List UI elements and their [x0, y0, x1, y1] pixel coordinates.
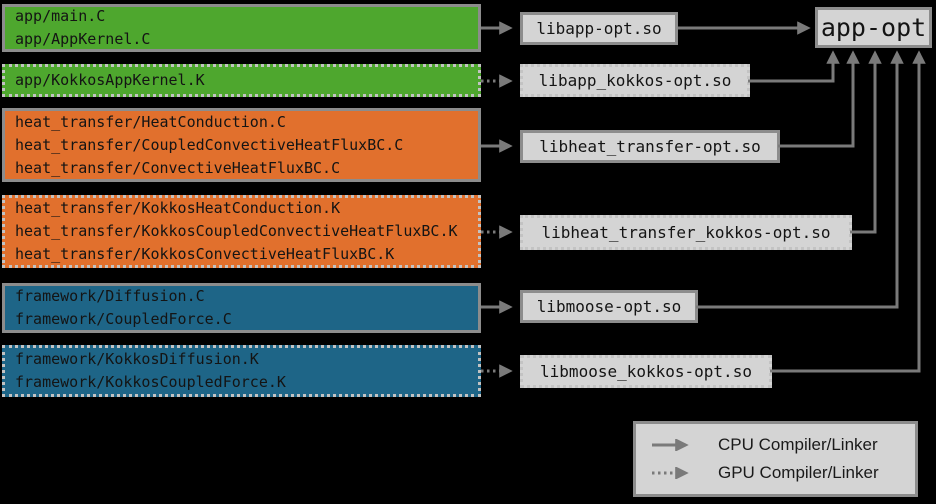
legend-row-gpu: GPU Compiler/Linker	[650, 463, 915, 483]
dotted-arrow-icon	[652, 467, 689, 480]
source-box-app: app/main.C app/AppKernel.C	[2, 4, 481, 52]
source-file: heat_transfer/ConvectiveHeatFluxBC.C	[15, 158, 341, 177]
source-box-framework-kokkos: framework/KokkosDiffusion.K framework/Ko…	[2, 345, 481, 397]
lib-box-libapp-opt: libapp-opt.so	[520, 12, 678, 45]
source-file: heat_transfer/HeatConduction.C	[15, 112, 286, 131]
lib-box-libmoose-opt: libmoose-opt.so	[520, 290, 698, 323]
lib-box-libheat-transfer-opt: libheat_transfer-opt.so	[520, 130, 780, 163]
legend: CPU Compiler/Linker GPU Compiler/Linker	[633, 421, 918, 497]
legend-label-gpu: GPU Compiler/Linker	[718, 463, 879, 483]
arrow-libapp-kokkos-to-app-opt	[748, 50, 840, 83]
legend-label-cpu: CPU Compiler/Linker	[718, 434, 878, 454]
lib-box-libapp-kokkos-opt: libapp_kokkos-opt.so	[520, 64, 750, 97]
source-file: heat_transfer/KokkosHeatConduction.K	[15, 199, 341, 217]
source-file: heat_transfer/KokkosCoupledConvectiveHea…	[15, 222, 458, 240]
arrow-libmoose-kokkos-to-app-opt	[770, 50, 926, 373]
source-box-app-kokkos: app/KokkosAppKernel.K	[2, 64, 481, 97]
source-box-framework: framework/Diffusion.C framework/CoupledF…	[2, 283, 481, 333]
legend-row-cpu: CPU Compiler/Linker	[650, 435, 915, 455]
source-file: app/AppKernel.C	[15, 30, 151, 48]
source-file: framework/Diffusion.C	[15, 287, 205, 305]
source-file: framework/KokkosDiffusion.K	[15, 350, 259, 368]
lib-box-libheat-transfer-kokkos-opt: libheat_transfer_kokkos-opt.so	[520, 215, 852, 250]
arrow-libheat-transfer-to-app-opt	[778, 50, 860, 148]
source-file: app/main.C	[15, 7, 106, 25]
source-box-heat-transfer-kokkos: heat_transfer/KokkosHeatConduction.K hea…	[2, 195, 481, 268]
source-file: framework/KokkosCoupledForce.K	[15, 373, 286, 391]
solid-arrow-icon	[652, 438, 689, 451]
source-file: app/KokkosAppKernel.K	[15, 71, 205, 89]
lib-box-libmoose-kokkos-opt: libmoose_kokkos-opt.so	[520, 355, 772, 388]
source-file: framework/CoupledForce.C	[15, 310, 232, 328]
executable-box: app-opt	[815, 7, 932, 48]
source-box-heat-transfer: heat_transfer/HeatConduction.C heat_tran…	[2, 108, 481, 182]
arrow-libheat-transfer-kokkos-to-app-opt	[850, 50, 882, 234]
source-file: heat_transfer/CoupledConvectiveHeatFluxB…	[15, 135, 404, 154]
source-file: heat_transfer/KokkosConvectiveHeatFluxBC…	[15, 245, 395, 263]
